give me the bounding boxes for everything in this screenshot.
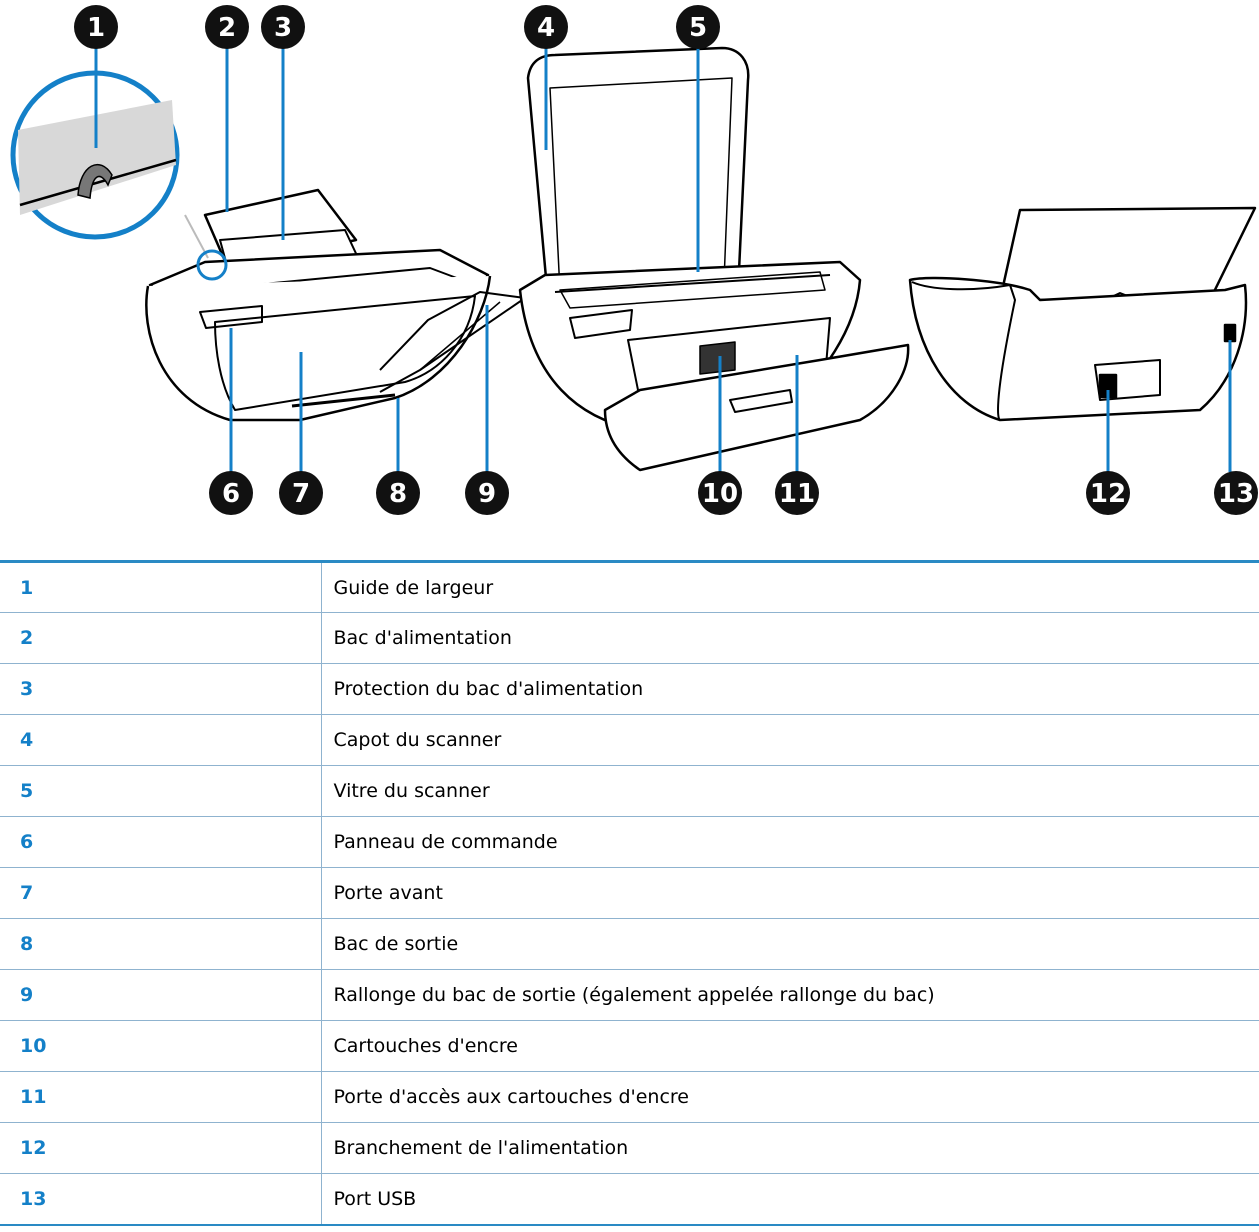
printer-open-view (518, 46, 910, 472)
callout-number: 13 (1218, 479, 1254, 509)
printer-front-view (145, 188, 526, 422)
part-number: 11 (0, 1071, 322, 1123)
callout-circle (209, 471, 253, 515)
callout-circle (205, 5, 249, 49)
width-guide-zoom (10, 70, 228, 281)
part-label: Cartouches d'encre (321, 1020, 1259, 1072)
callout-4: 4 (524, 5, 568, 49)
part-number: 10 (0, 1020, 322, 1072)
part-number: 6 (0, 816, 322, 868)
callout-9: 9 (465, 471, 509, 515)
part-label: Branchement de l'alimentation (321, 1122, 1259, 1174)
part-label: Rallonge du bac de sortie (également app… (321, 969, 1259, 1021)
callout-circle (524, 5, 568, 49)
part-label: Vitre du scanner (321, 765, 1259, 817)
callout-1: 1 (74, 5, 118, 49)
callout-number: 1 (87, 13, 105, 43)
part-label: Port USB (321, 1173, 1259, 1226)
callout-2: 2 (205, 5, 249, 49)
callout-8: 8 (376, 471, 420, 515)
part-number: 12 (0, 1122, 322, 1174)
callout-circle (1214, 471, 1258, 515)
callout-number: 7 (292, 479, 310, 509)
callout-13: 13 (1214, 471, 1258, 515)
callout-10: 10 (698, 471, 742, 515)
part-number: 2 (0, 612, 322, 664)
callout-number: 8 (389, 479, 407, 509)
callout-circle (376, 471, 420, 515)
callout-number: 9 (478, 479, 496, 509)
leader-lines (94, 45, 1232, 472)
part-label: Porte avant (321, 867, 1259, 919)
part-label: Guide de largeur (321, 560, 1259, 613)
part-number: 8 (0, 918, 322, 970)
callout-6: 6 (209, 471, 253, 515)
callout-12: 12 (1086, 471, 1130, 515)
part-label: Porte d'accès aux cartouches d'encre (321, 1071, 1259, 1123)
part-number: 3 (0, 663, 322, 715)
callout-number: 12 (1090, 479, 1126, 509)
callout-number: 5 (689, 13, 707, 43)
callout-number: 4 (537, 13, 555, 43)
part-label: Bac d'alimentation (321, 612, 1259, 664)
callout-5: 5 (676, 5, 720, 49)
part-number: 9 (0, 969, 322, 1021)
callout-number: 11 (779, 479, 815, 509)
callout-number: 6 (222, 479, 240, 509)
callout-circle (676, 5, 720, 49)
part-label: Protection du bac d'alimentation (321, 663, 1259, 715)
callout-number: 10 (702, 479, 738, 509)
callout-number: 3 (274, 13, 292, 43)
part-number: 7 (0, 867, 322, 919)
callout-number: 2 (218, 13, 236, 43)
part-number: 5 (0, 765, 322, 817)
part-label: Panneau de commande (321, 816, 1259, 868)
part-number: 4 (0, 714, 322, 766)
callout-7: 7 (279, 471, 323, 515)
part-number: 1 (0, 560, 322, 613)
callout-circle (74, 5, 118, 49)
callout-circle (775, 471, 819, 515)
callout-circle (279, 471, 323, 515)
callout-3: 3 (261, 5, 305, 49)
callout-circle (698, 471, 742, 515)
part-number: 13 (0, 1173, 322, 1226)
part-label: Capot du scanner (321, 714, 1259, 766)
part-label: Bac de sortie (321, 918, 1259, 970)
callout-11: 11 (775, 471, 819, 515)
callout-circle (261, 5, 305, 49)
printer-back-view (908, 206, 1257, 422)
callout-circle (1086, 471, 1130, 515)
callout-circle (465, 471, 509, 515)
